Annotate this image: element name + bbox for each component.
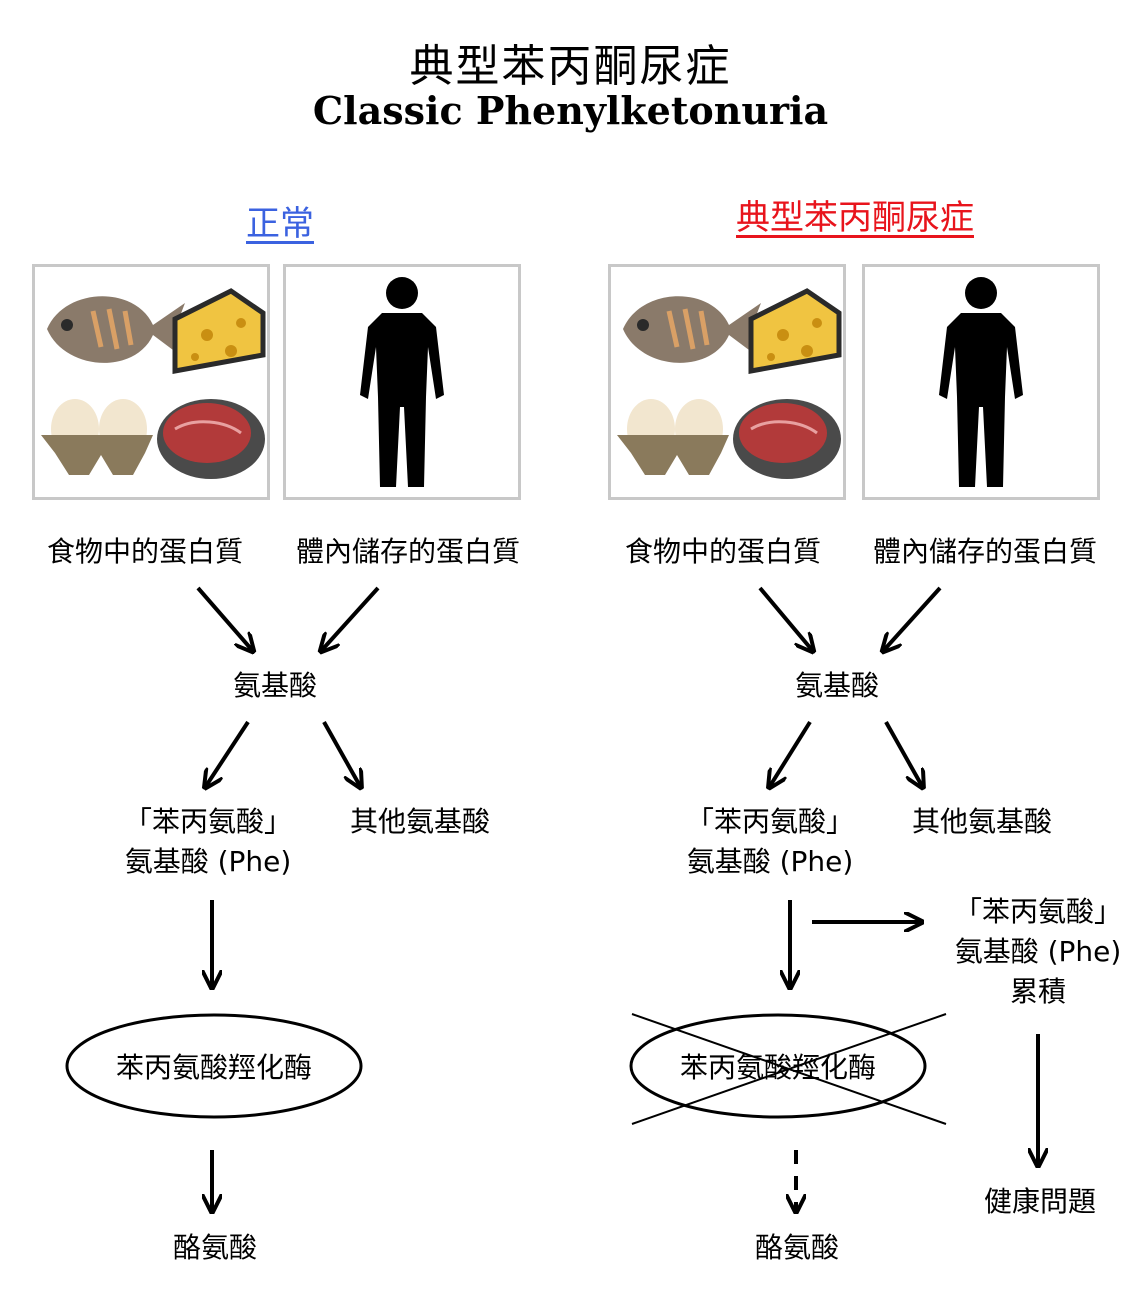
pku-body-panel [862, 264, 1100, 500]
pku-heading: 典型苯丙酮尿症 [736, 198, 974, 238]
steak-icon [733, 399, 841, 479]
eggs-icon [41, 399, 153, 475]
normal-enzyme-ellipse [65, 1013, 363, 1119]
arrow-food-to-amino [758, 586, 812, 650]
normal-food-panel [32, 264, 270, 500]
normal-product-label: 酪氨酸 [172, 1231, 257, 1264]
normal-body-protein-label: 體內儲存的蛋白質 [295, 535, 520, 568]
arrow-body-to-amino [884, 586, 942, 650]
human-silhouette-icon [360, 277, 444, 487]
pku-product-label: 酪氨酸 [754, 1231, 839, 1264]
arrow-food-to-amino [196, 586, 252, 650]
pku-other-amino-label: 其他氨基酸 [911, 805, 1052, 838]
arrow-amino-to-phe [206, 720, 250, 786]
pku-phe-label-line2: 氨基酸 (Phe) [686, 845, 854, 878]
normal-amino-acids-label: 氨基酸 [232, 669, 317, 702]
fish-icon [47, 296, 185, 363]
pku-enzyme-label: 苯丙氨酸羥化酶 [679, 1051, 876, 1084]
steak-icon [157, 399, 265, 479]
arrow-amino-to-other [322, 721, 360, 786]
pku-phe-label-line1: 「苯丙氨酸」 [685, 805, 854, 838]
pku-accumulation-line1: 「苯丙氨酸」 [953, 895, 1122, 928]
food-illustration [41, 288, 266, 479]
normal-phe-label-line1: 「苯丙氨酸」 [123, 805, 292, 838]
arrow-amino-to-phe [770, 720, 812, 786]
eggs-icon [617, 399, 729, 475]
normal-body-panel [283, 264, 521, 500]
food-illustration [617, 288, 842, 479]
normal-heading: 正常 [246, 204, 314, 244]
page-title-english: Classic Phenylketonuria [312, 88, 829, 133]
pku-health-problems-label: 健康問題 [983, 1185, 1096, 1218]
pku-body-protein-label: 體內儲存的蛋白質 [872, 535, 1097, 568]
normal-food-protein-label: 食物中的蛋白質 [46, 535, 243, 568]
page-title-chinese: 典型苯丙酮尿症 [409, 41, 732, 92]
cheese-icon [172, 288, 266, 374]
pku-amino-acids-label: 氨基酸 [794, 669, 879, 702]
normal-enzyme-label: 苯丙氨酸羥化酶 [115, 1051, 312, 1084]
fish-icon [623, 296, 761, 363]
arrow-body-to-amino [322, 586, 380, 650]
normal-other-amino-label: 其他氨基酸 [349, 805, 490, 838]
cheese-icon [748, 288, 842, 374]
pku-food-protein-label: 食物中的蛋白質 [624, 535, 821, 568]
human-silhouette-icon [939, 277, 1023, 487]
pku-food-panel [608, 264, 846, 500]
pku-accumulation-line2: 氨基酸 (Phe) [954, 935, 1122, 968]
normal-phe-label-line2: 氨基酸 (Phe) [124, 845, 292, 878]
pku-accumulation-line3: 累積 [1009, 975, 1066, 1008]
arrow-amino-to-other [884, 721, 922, 786]
